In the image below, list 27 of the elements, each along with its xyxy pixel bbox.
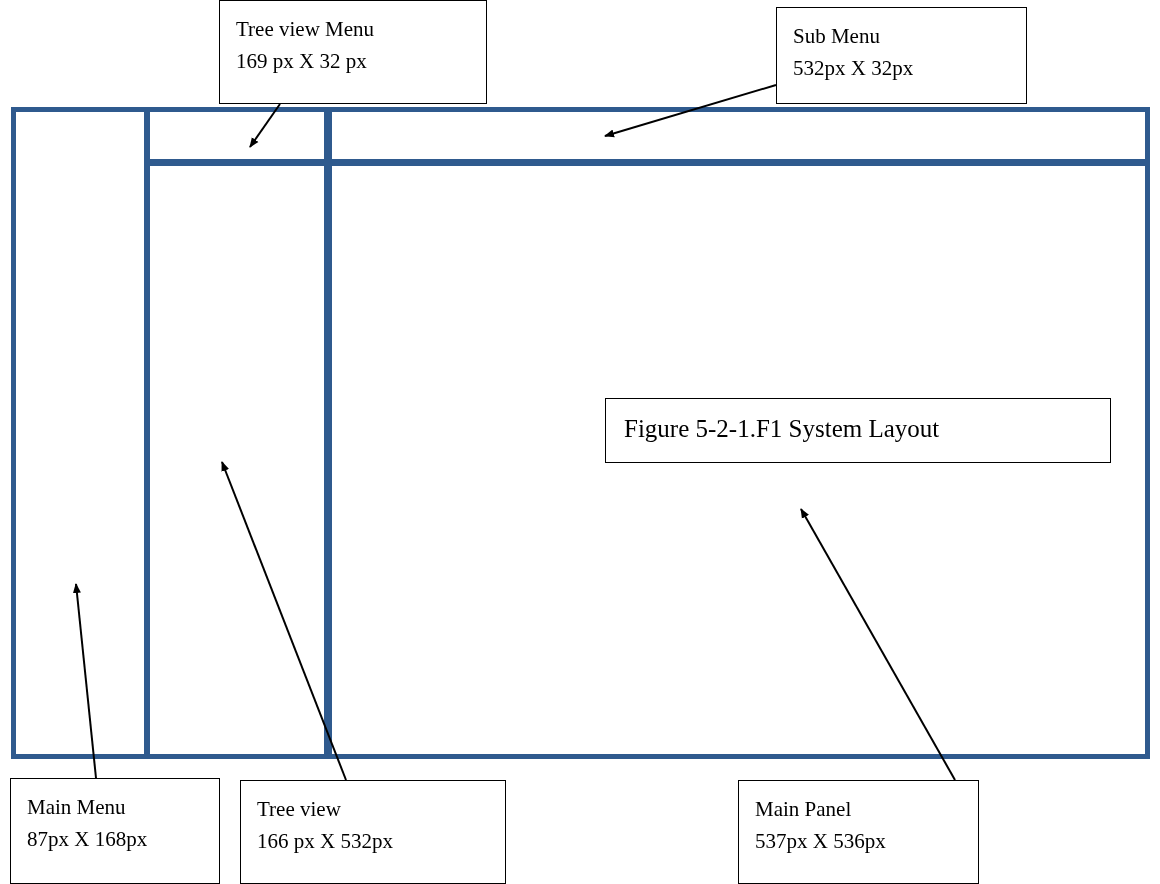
callout-box xyxy=(776,7,1027,104)
callout-title: Main Panel xyxy=(755,796,853,823)
leader-arrow xyxy=(221,461,347,781)
leader-arrow xyxy=(72,583,97,779)
callout-box xyxy=(10,778,220,884)
callout-box xyxy=(219,0,487,104)
menu-bar-region xyxy=(144,107,332,166)
content-region xyxy=(324,159,1150,759)
leader-arrow xyxy=(800,508,956,781)
leader-arrow xyxy=(249,103,281,148)
sidebar-region xyxy=(11,107,150,759)
callout-title: Sub Menu xyxy=(793,23,881,50)
sidebar-region xyxy=(144,159,332,759)
callout-title: Main Menu xyxy=(27,794,127,821)
dimension-text: 166 px X 532px xyxy=(257,828,394,855)
dimension-text: 537px X 536px xyxy=(755,828,887,855)
figure-caption: Figure 5-2-1.F1 System Layout xyxy=(624,414,941,444)
callout-title: Tree view Menu xyxy=(236,16,376,43)
callout-box xyxy=(738,780,979,884)
caption-box xyxy=(605,398,1111,463)
callout-box xyxy=(240,780,506,884)
dimension-text: 169 px X 32 px xyxy=(236,48,368,75)
menu-bar-region xyxy=(324,107,1150,166)
leader-arrow xyxy=(604,84,777,138)
callout-title: Tree view xyxy=(257,796,342,823)
dimension-text: 532px X 32px xyxy=(793,55,915,82)
dimension-text: 87px X 168px xyxy=(27,826,149,853)
